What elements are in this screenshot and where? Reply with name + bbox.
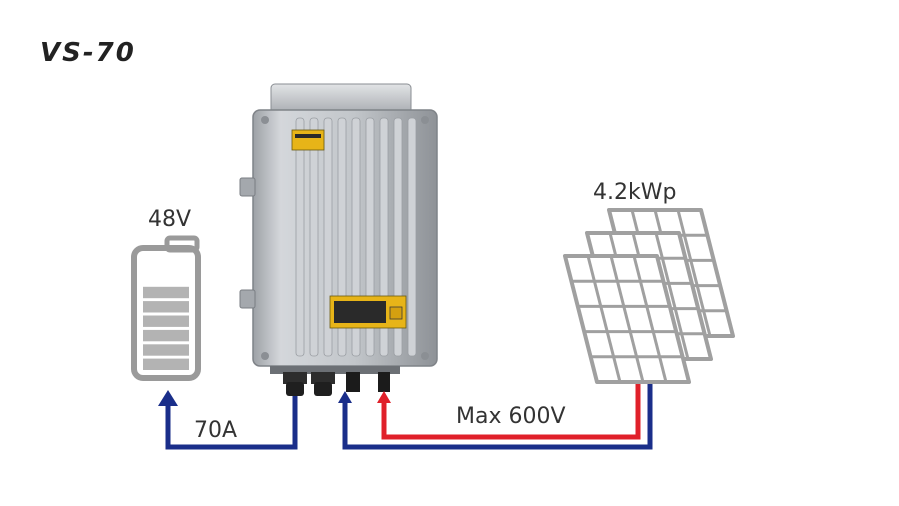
cable-gland-left <box>283 372 307 396</box>
pv-positive-arrow-icon <box>377 391 391 403</box>
battery-charge-bar <box>143 315 189 327</box>
device-bottom-plate <box>270 366 400 374</box>
battery-charge-bar <box>143 258 189 269</box>
charge-controller-device <box>239 83 438 396</box>
solar-panel <box>563 254 691 384</box>
brand-plate <box>291 129 325 151</box>
solar-array-icon <box>563 208 735 384</box>
device-hinge-top <box>239 177 256 197</box>
battery-charge-bar <box>143 286 189 299</box>
pv-negative-arrow-icon <box>338 391 352 403</box>
model-plate-button <box>389 306 403 320</box>
device-screws <box>261 116 429 360</box>
battery-cable <box>165 396 298 450</box>
battery-charge-bar <box>143 272 189 283</box>
pv-connector-negative <box>346 372 360 392</box>
pv-positive-cable <box>381 384 641 440</box>
battery-charge-bar <box>143 358 189 370</box>
battery-charge-bar <box>143 301 189 313</box>
battery-charge-bar <box>143 344 189 356</box>
battery-charge-bar <box>143 329 189 342</box>
pv-power-label: 4.2kWp <box>593 180 677 205</box>
pv-voltage-label: Max 600V <box>456 404 566 429</box>
brand-plate-logo <box>295 134 321 138</box>
battery-icon <box>131 235 201 381</box>
battery-charge-bars <box>143 258 189 370</box>
cable-gland-right <box>311 372 335 396</box>
model-title: VS-70 <box>40 38 136 68</box>
device-hinge-bottom <box>239 289 256 309</box>
battery-current-label: 70A <box>194 418 238 443</box>
battery-arrow-icon <box>158 390 178 406</box>
battery-voltage-label: 48V <box>148 207 192 232</box>
pv-negative-cable <box>342 384 653 450</box>
pv-connector-positive <box>378 372 390 392</box>
battery-body <box>131 245 201 381</box>
model-plate-display <box>334 301 386 323</box>
